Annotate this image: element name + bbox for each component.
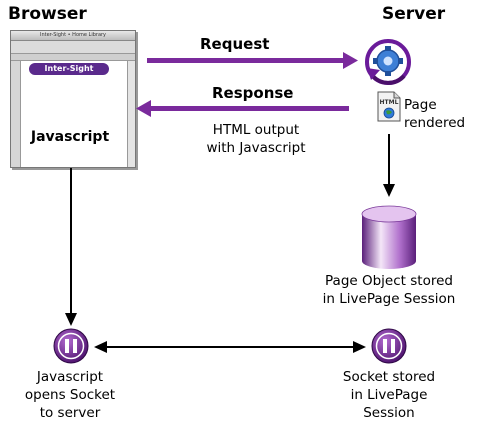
page-object-line: Page Object stored <box>325 273 453 289</box>
page-rendered-line: Page <box>404 97 437 113</box>
browser-to-socket-arrow <box>65 168 77 326</box>
render-to-store-arrow <box>383 134 395 197</box>
server-socket-icon <box>371 328 407 364</box>
response-note: HTML output with Javascript <box>186 121 326 157</box>
page-rendered-label: Page rendered <box>404 96 465 132</box>
client-socket-line: to server <box>39 405 101 421</box>
server-icon <box>365 39 411 85</box>
response-label: Response <box>212 84 294 102</box>
client-socket-line: Javascript <box>36 369 104 385</box>
browser-window-titlebar: Inter-Sight • Home Library <box>11 31 135 41</box>
page-rendered-line: rendered <box>404 115 466 131</box>
server-socket-line: Socket stored <box>342 369 436 385</box>
request-arrow <box>147 52 358 69</box>
html-file-icon <box>377 91 401 122</box>
page-object-cylinder <box>361 205 417 269</box>
socket-connection-arrow <box>94 341 366 353</box>
response-note-line: with Javascript <box>206 140 306 156</box>
response-arrow <box>136 100 349 117</box>
server-header: Server <box>382 4 446 24</box>
html-file-tag: HTML <box>379 99 399 106</box>
inter-sight-logo: Inter-Sight <box>29 63 109 75</box>
server-socket-label: Socket stored in LivePage Session <box>324 368 454 422</box>
client-socket-label: Javascript opens Socket to server <box>10 368 130 422</box>
browser-scrollbar <box>127 61 135 167</box>
response-note-line: HTML output <box>212 122 300 138</box>
server-socket-line: in LivePage <box>350 387 428 403</box>
client-socket-line: opens Socket <box>24 387 116 403</box>
browser-toolbar <box>11 41 135 54</box>
request-label: Request <box>200 35 270 53</box>
browser-content-javascript: Javascript <box>30 129 110 145</box>
browser-window: Inter-Sight • Home Library Inter-Sight J… <box>10 30 136 168</box>
client-socket-icon <box>53 328 89 364</box>
browser-header: Browser <box>8 4 87 24</box>
browser-address-bar <box>11 54 135 61</box>
browser-sidebar <box>11 61 21 167</box>
page-object-line: in LivePage Session <box>322 291 456 307</box>
page-object-label: Page Object stored in LivePage Session <box>304 272 474 308</box>
server-socket-line: Session <box>363 405 415 421</box>
